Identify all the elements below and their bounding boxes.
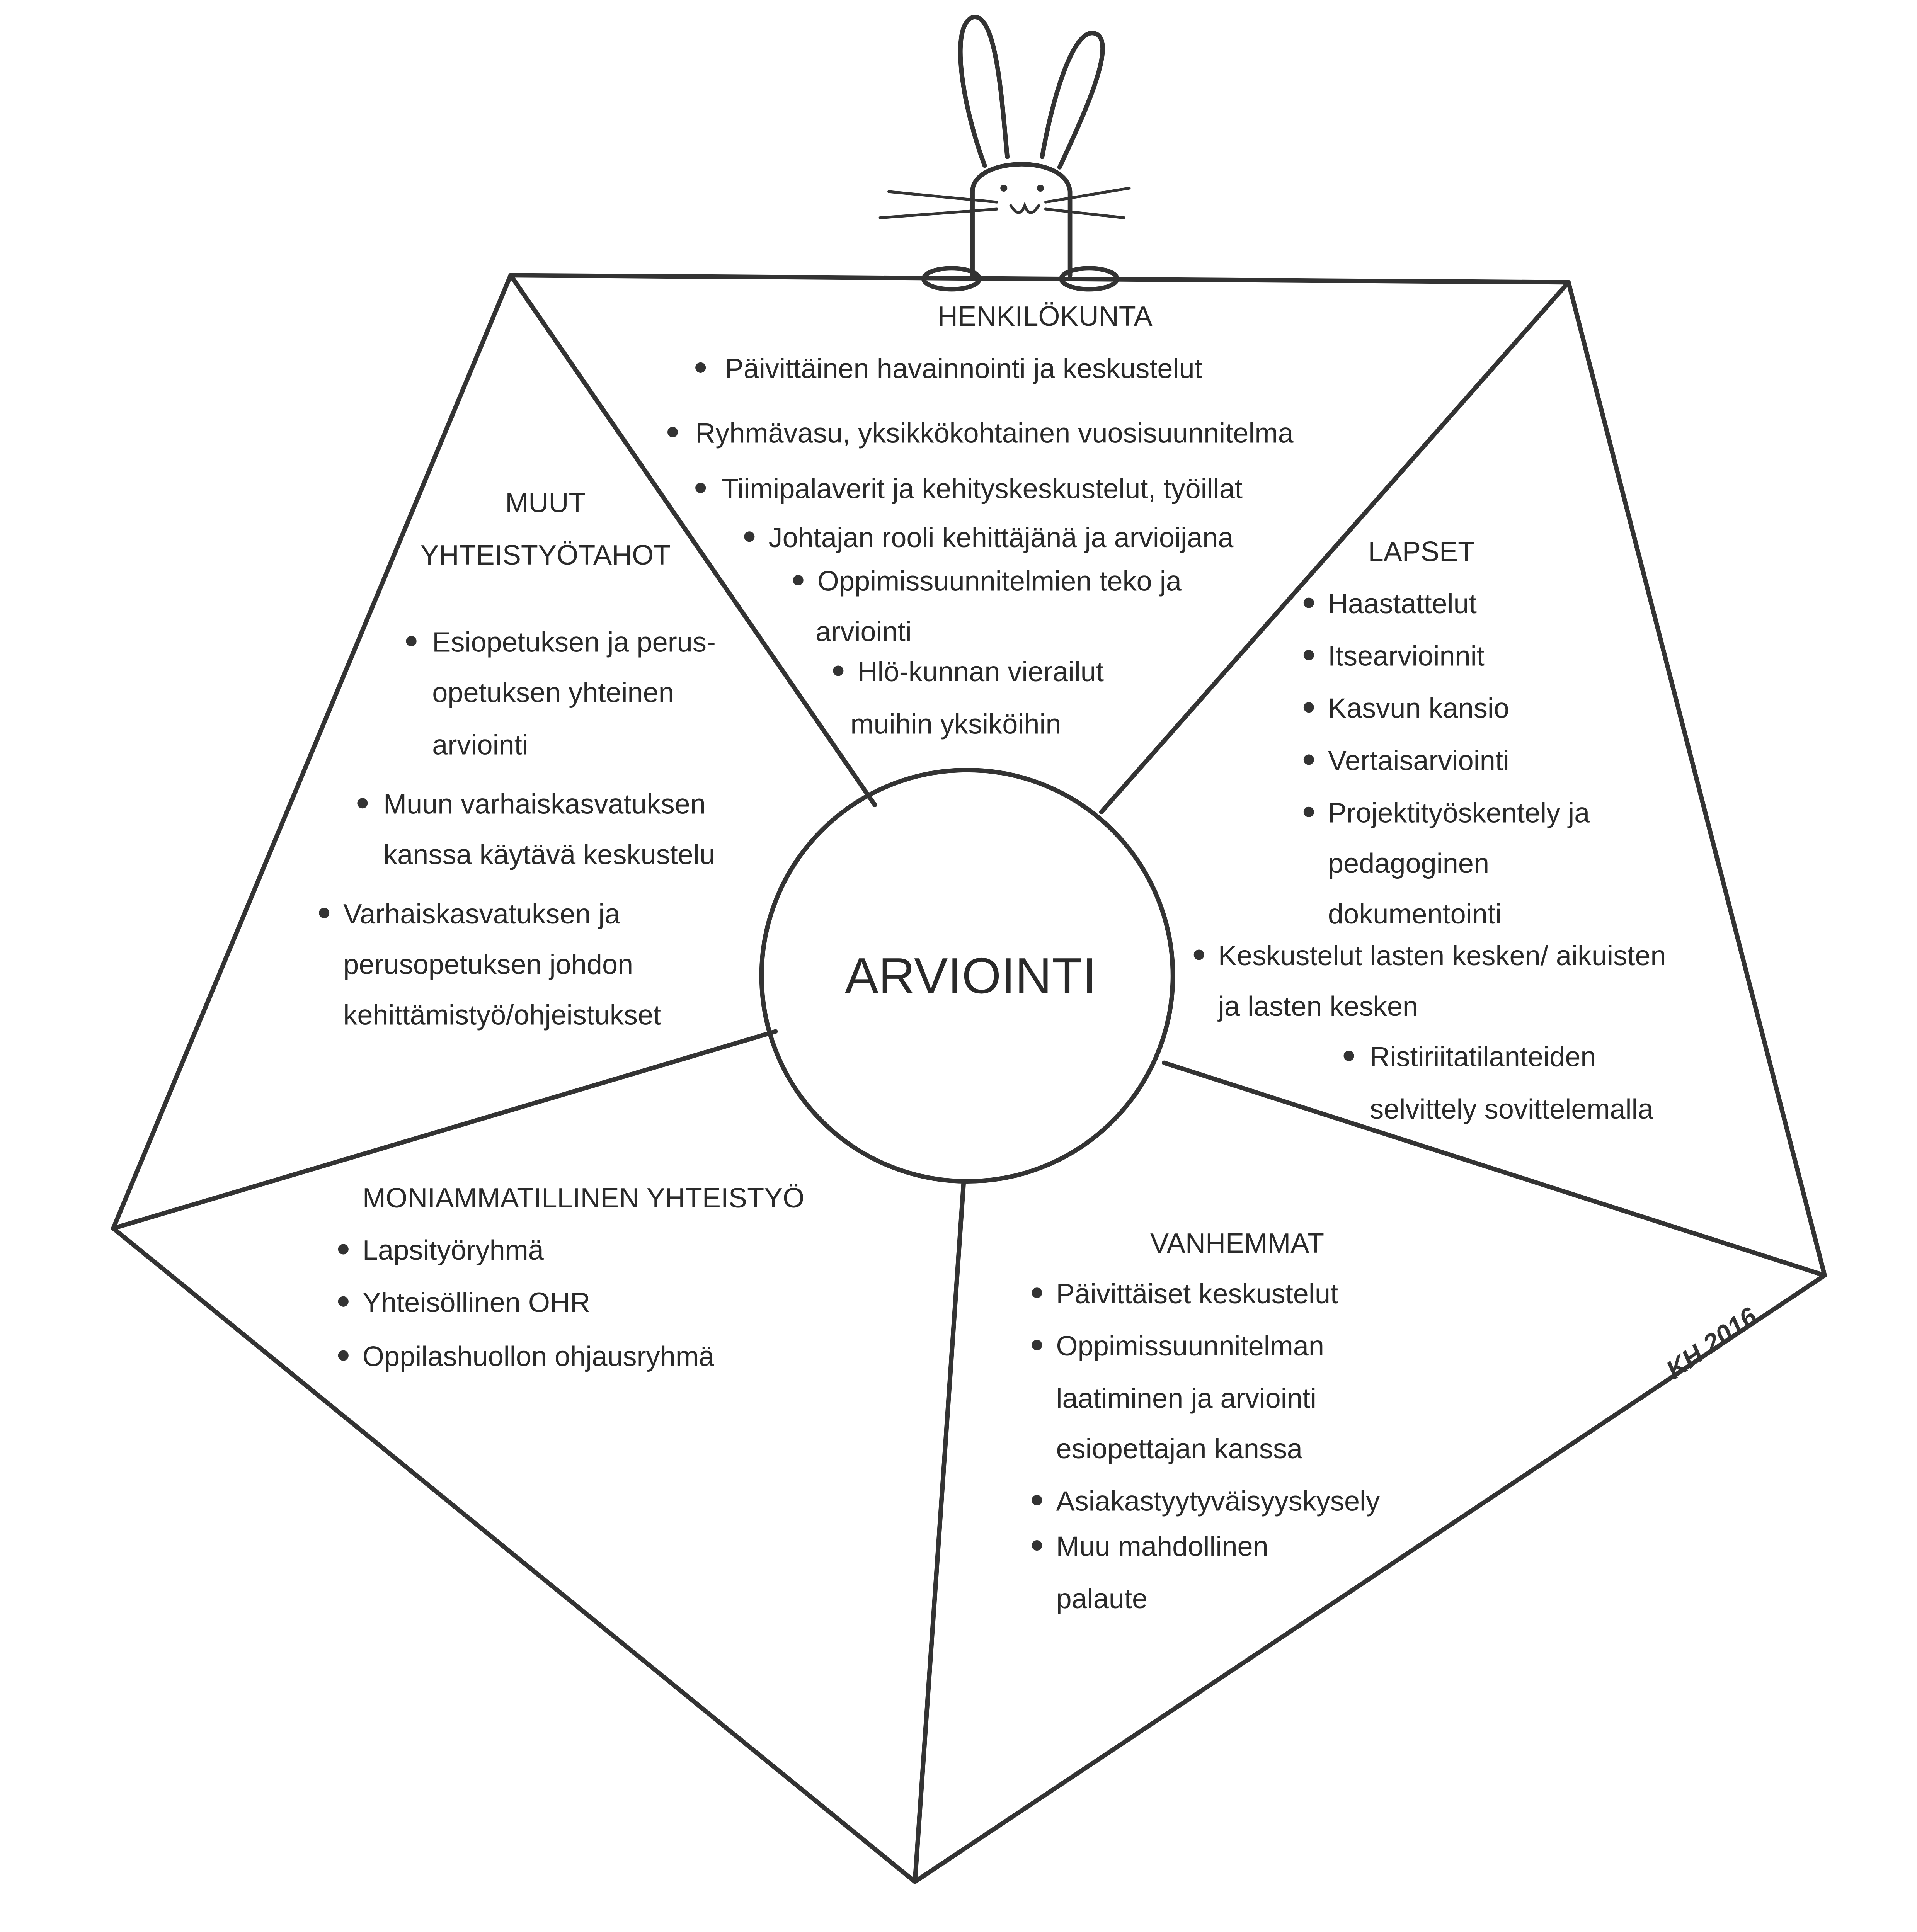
list-item: selvittely sovittelemalla bbox=[1370, 1094, 1653, 1125]
section-moniammatillinen: MONIAMMATILLINEN YHTEISTYÖ Lapsityöryhmä… bbox=[338, 1183, 804, 1372]
section-lapset: LAPSET Haastattelut Itsearvioinnit Kasvu… bbox=[1193, 536, 1666, 1125]
bullet-icon bbox=[357, 798, 368, 809]
list-item: Kasvun kansio bbox=[1328, 693, 1509, 724]
list-item: kehittämistyö/ohjeistukset bbox=[343, 1000, 661, 1031]
bullet-icon bbox=[1032, 1540, 1042, 1551]
list-item: opetuksen yhteinen bbox=[432, 677, 674, 708]
list-item: laatiminen ja arviointi bbox=[1056, 1383, 1317, 1414]
center-label: ARVIOINTI bbox=[845, 947, 1096, 1004]
bullet-icon bbox=[338, 1296, 349, 1307]
list-item: Projektityöskentely ja bbox=[1328, 798, 1590, 828]
bullet-icon bbox=[1303, 702, 1314, 713]
list-item: arviointi bbox=[815, 616, 912, 647]
list-item: muihin yksiköihin bbox=[850, 709, 1061, 740]
list-item: palaute bbox=[1056, 1583, 1148, 1614]
list-item: Oppilashuollon ohjausryhmä bbox=[363, 1341, 715, 1372]
list-item: ja lasten kesken bbox=[1217, 991, 1418, 1022]
section-title: HENKILÖKUNTA bbox=[938, 301, 1153, 332]
bullet-icon bbox=[338, 1244, 349, 1255]
bullet-icon bbox=[338, 1350, 349, 1361]
bullet-icon bbox=[1032, 1340, 1042, 1350]
list-item: Ristiriitatilanteiden bbox=[1370, 1042, 1596, 1073]
center-circle bbox=[759, 768, 1175, 1184]
bullet-icon bbox=[1303, 650, 1314, 660]
list-item: Lapsityöryhmä bbox=[363, 1235, 544, 1266]
section-vanhemmat: VANHEMMAT Päivittäiset keskustelut Oppim… bbox=[1032, 1228, 1380, 1614]
list-item: Tiimipalaverit ja kehityskeskustelut, ty… bbox=[722, 474, 1243, 505]
list-item: Muu mahdollinen bbox=[1056, 1531, 1268, 1562]
list-item: Hlö-kunnan vierailut bbox=[857, 656, 1103, 687]
bullet-icon bbox=[1032, 1495, 1042, 1505]
list-item: Johtajan rooli kehittäjänä ja arvioijana bbox=[769, 522, 1234, 553]
section-title: MONIAMMATILLINEN YHTEISTYÖ bbox=[363, 1183, 804, 1214]
list-item: dokumentointi bbox=[1328, 899, 1502, 930]
list-item: esiopettajan kanssa bbox=[1056, 1434, 1303, 1464]
list-item: Itsearvioinnit bbox=[1328, 641, 1485, 672]
section-muut-yhteistyotahot: MUUT YHTEISTYÖTAHOT Esiopetuksen ja peru… bbox=[319, 488, 716, 1031]
list-item: Päivittäiset keskustelut bbox=[1056, 1279, 1338, 1310]
section-title: LAPSET bbox=[1368, 536, 1475, 567]
section-title: VANHEMMAT bbox=[1150, 1228, 1324, 1259]
bullet-icon bbox=[1032, 1287, 1042, 1298]
bullet-icon bbox=[793, 575, 804, 586]
list-item: Oppimissuunnitelman bbox=[1056, 1331, 1325, 1362]
list-item: Oppimissuunnitelmien teko ja bbox=[817, 566, 1182, 597]
spokes bbox=[111, 273, 1827, 1884]
list-item: Ryhmävasu, yksikkökohtainen vuosisuunnit… bbox=[695, 418, 1294, 449]
section-henkilokunta: HENKILÖKUNTA Päivittäinen havainnointi j… bbox=[667, 301, 1294, 740]
bullet-icon bbox=[1193, 949, 1204, 960]
bullet-icon bbox=[319, 908, 330, 918]
list-item: Yhteisöllinen OHR bbox=[363, 1287, 590, 1318]
section-title: MUUT bbox=[505, 488, 586, 519]
signature: KH 2016 bbox=[1661, 1302, 1762, 1385]
list-item: Asiakastyytyväisyyskysely bbox=[1056, 1486, 1380, 1517]
bullet-icon bbox=[406, 636, 417, 646]
bullet-icon bbox=[1343, 1050, 1354, 1061]
list-item: Päivittäinen havainnointi ja keskustelut bbox=[725, 353, 1202, 384]
bullet-icon bbox=[1303, 754, 1314, 765]
section-title: YHTEISTYÖTAHOT bbox=[420, 540, 671, 571]
bullet-icon bbox=[667, 427, 678, 437]
list-item: Esiopetuksen ja perus- bbox=[432, 627, 716, 658]
bullet-icon bbox=[1303, 806, 1314, 817]
list-item: kanssa käytävä keskustelu bbox=[383, 840, 715, 871]
bullet-icon bbox=[1303, 597, 1314, 608]
list-item: Haastattelut bbox=[1328, 588, 1477, 619]
list-item: Vertaisarviointi bbox=[1328, 745, 1509, 776]
bullet-icon bbox=[833, 665, 844, 676]
list-item: arviointi bbox=[432, 730, 528, 760]
list-item: pedagoginen bbox=[1328, 848, 1489, 879]
list-item: perusopetuksen johdon bbox=[343, 949, 633, 980]
list-item: Keskustelut lasten kesken/ aikuisten bbox=[1218, 940, 1666, 971]
bunny-illustration bbox=[878, 15, 1131, 292]
bullet-icon bbox=[744, 531, 755, 542]
bullet-icon bbox=[695, 483, 706, 493]
pentagon-outline bbox=[111, 273, 1827, 1884]
bullet-icon bbox=[695, 362, 706, 373]
list-item: Muun varhaiskasvatuksen bbox=[383, 789, 706, 820]
list-item: Varhaiskasvatuksen ja bbox=[343, 899, 620, 930]
